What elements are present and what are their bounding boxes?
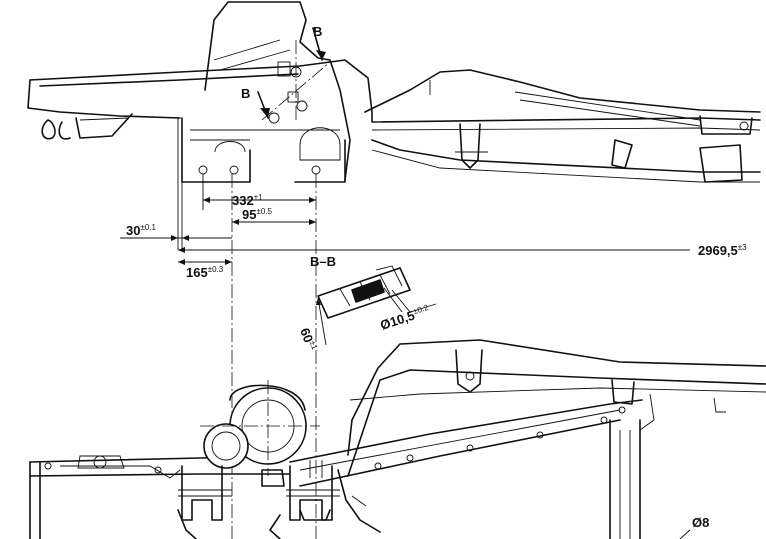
- frame-top-view: [29, 339, 766, 539]
- dim-diameter-10-5: Ø10,5±0.2: [378, 303, 432, 333]
- dim-2969-5: 2969,5±3: [698, 243, 747, 258]
- mount-hole-left: [198, 165, 208, 175]
- dim-diameter-8: Ø8: [692, 515, 709, 530]
- section-title: B–B: [310, 254, 336, 269]
- front-hook: [41, 119, 56, 140]
- dimension-lines: [120, 118, 690, 539]
- hub-small: [203, 423, 249, 469]
- rail-clamp: [459, 123, 481, 169]
- dim-332: 332±1: [232, 193, 263, 208]
- frame-side-view: [27, 1, 761, 183]
- dim-30: 30±0.1: [126, 223, 157, 238]
- dim-95: 95±0.5: [242, 207, 273, 222]
- section-b-b-detail: [316, 265, 437, 346]
- bracket-slot: [277, 61, 291, 77]
- mount-hole-right: [311, 165, 321, 175]
- section-marker-b-left: B: [241, 86, 250, 101]
- section-marker-b-top: B: [313, 24, 322, 39]
- dim-165: 165±0.3: [186, 265, 224, 280]
- dim-60: 60±1: [297, 326, 319, 354]
